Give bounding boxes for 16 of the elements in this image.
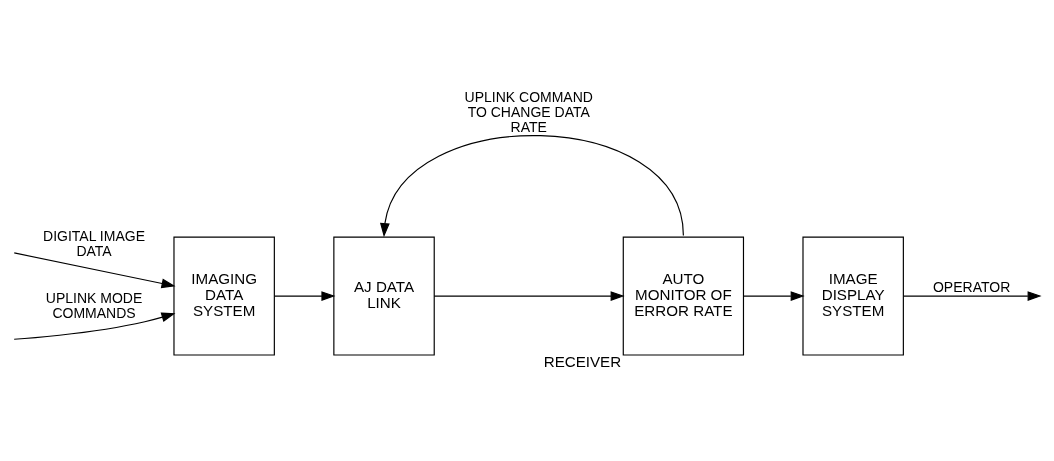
arrow <box>274 290 336 301</box>
node-box: AJ DATA LINK <box>333 236 435 356</box>
edge-label: OPERATOR <box>932 278 1011 295</box>
arrow <box>903 290 1042 301</box>
arrow <box>743 290 805 301</box>
edge-label: UPLINK COMMAND TO CHANGE DATA RATE <box>464 88 593 135</box>
edge-label: UPLINK MODE COMMANDS <box>45 289 143 321</box>
arrow <box>379 134 684 237</box>
node-box: IMAGE DISPLAY SYSTEM <box>802 236 904 356</box>
arrow <box>433 290 625 301</box>
node-label: RECEIVER <box>543 352 622 370</box>
node-box: AUTO MONITOR OF ERROR RATE <box>622 236 745 356</box>
arrow <box>13 251 176 288</box>
edge-label: DIGITAL IMAGE DATA <box>43 227 145 259</box>
node-box: IMAGING DATA SYSTEM <box>173 236 275 356</box>
arrow <box>13 312 176 340</box>
